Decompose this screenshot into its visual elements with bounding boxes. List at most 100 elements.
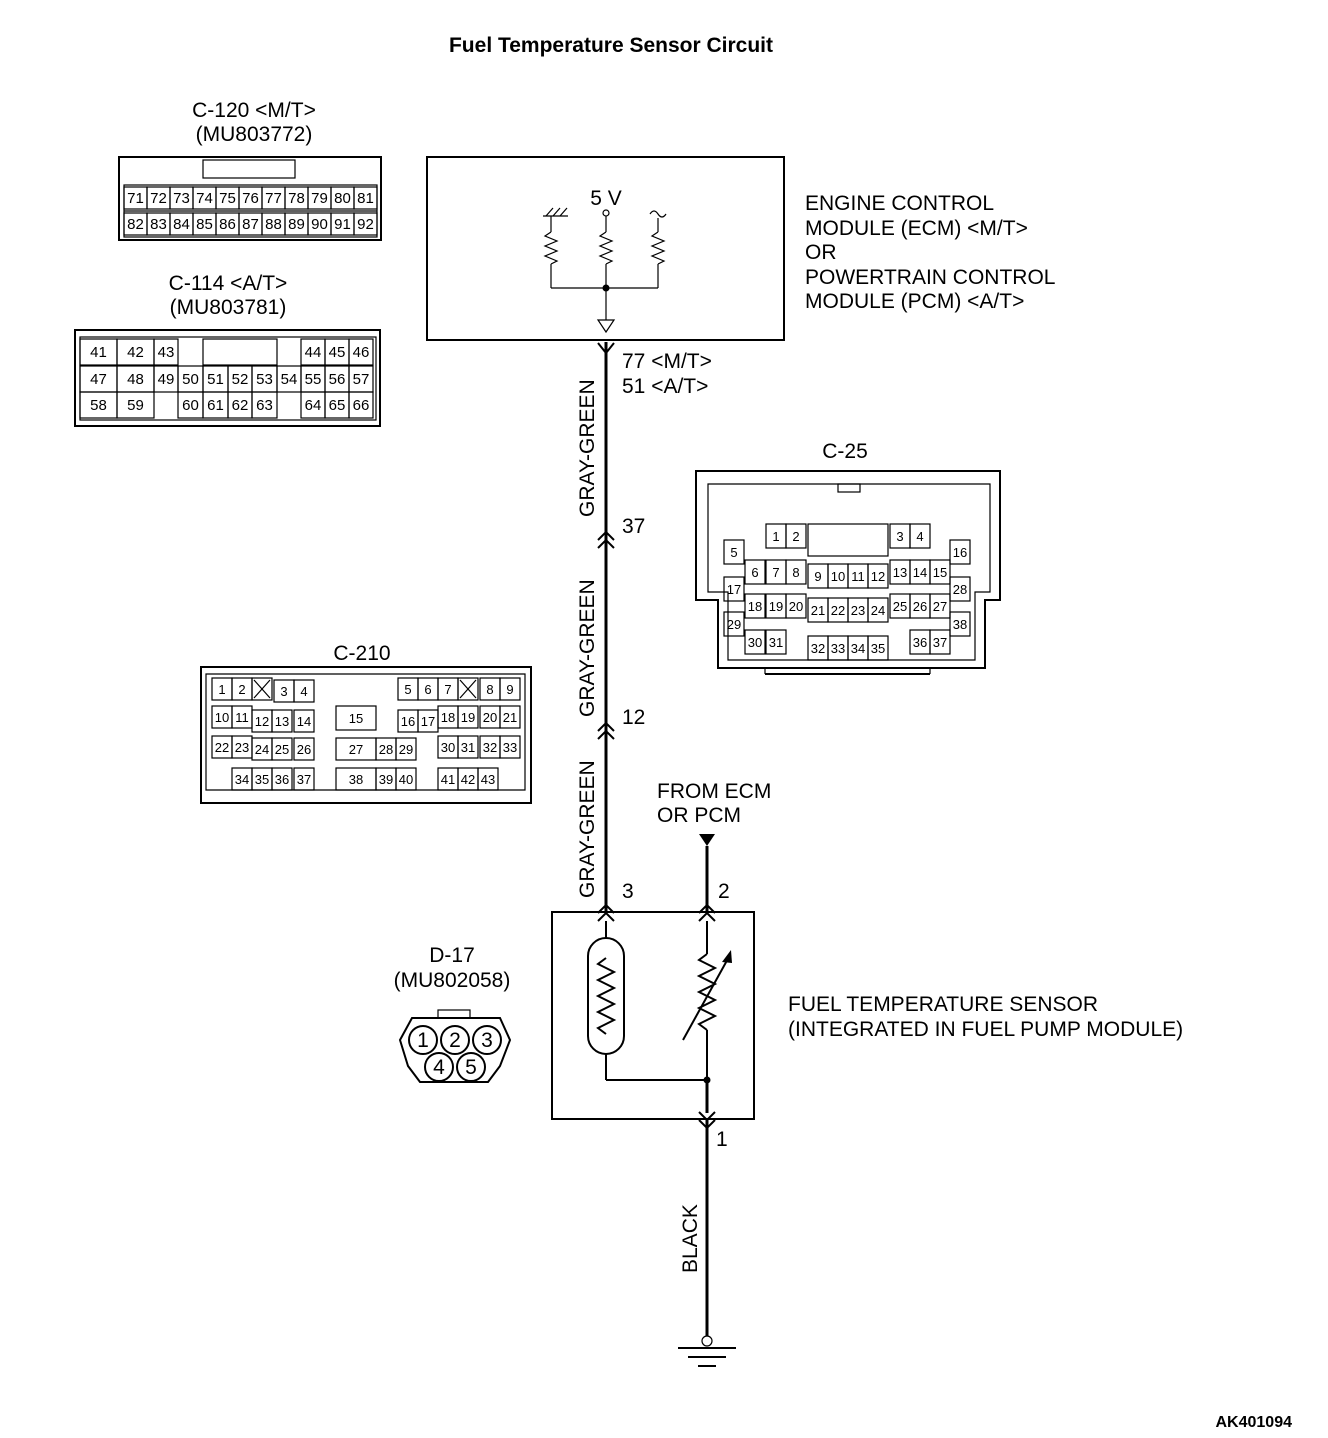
c25-pin-24: 24 [867,597,889,623]
c210-blank-pin [457,677,479,701]
svg-text:40: 40 [399,772,413,787]
c114-pin-54: 54 [276,365,302,393]
c120-pin-92: 92 [353,212,378,236]
c120-pin-78: 78 [284,186,309,210]
c210-pin-23: 23 [231,735,253,759]
svg-text:23: 23 [851,603,865,618]
svg-text:26: 26 [913,599,927,614]
svg-text:37: 37 [297,772,311,787]
c210-pin-13: 13 [271,709,293,733]
c120-pin-71: 71 [123,186,148,210]
svg-text:81: 81 [357,190,374,207]
svg-text:28: 28 [953,582,967,597]
c25-pin-35: 35 [867,635,889,661]
svg-text:52: 52 [232,371,249,388]
ecm-pin-mt: 77 <M/T> [622,350,712,373]
c210-pin-31: 31 [457,735,479,759]
wire-gray-green: 77 <M/T> 51 <A/T> GRAY-GREEN 37 GRAY-GRE… [576,342,712,922]
svg-text:2: 2 [238,682,245,697]
svg-text:1: 1 [218,682,225,697]
svg-text:41: 41 [90,344,107,361]
c25-pin-5: 5 [723,539,745,565]
svg-text:53: 53 [256,371,273,388]
sensor-pin-2-label: 2 [718,880,730,903]
c210-pin-25: 25 [271,737,293,761]
svg-text:71: 71 [127,190,144,207]
c25-pin-18: 18 [744,593,766,619]
svg-text:80: 80 [334,190,351,207]
c114-pin-47: 47 [79,365,118,393]
svg-text:37: 37 [933,635,947,650]
svg-text:31: 31 [461,740,475,755]
c210-pin-16: 16 [397,709,419,733]
c114-pin-41: 41 [79,338,118,366]
svg-text:92: 92 [357,216,374,233]
svg-text:42: 42 [127,344,144,361]
svg-text:91: 91 [334,216,351,233]
svg-text:55: 55 [305,371,322,388]
c210-pin-34: 34 [231,767,253,791]
c114-pin-52: 52 [227,365,253,393]
svg-text:44: 44 [305,344,322,361]
c25-pin-10: 10 [827,563,849,589]
c120-part: (MU803772) [196,123,313,146]
svg-text:1: 1 [417,1029,429,1052]
svg-text:58: 58 [90,397,107,414]
svg-text:24: 24 [255,742,269,757]
c114-part: (MU803781) [170,296,287,319]
wire-label-middle: GRAY-GREEN [576,579,599,717]
svg-text:2: 2 [449,1029,461,1052]
c210-pin-37: 37 [293,767,315,791]
svg-text:31: 31 [769,635,783,650]
c25-pin-1: 1 [765,523,787,549]
svg-text:51: 51 [207,371,224,388]
svg-text:78: 78 [288,190,305,207]
c25-pin-3: 3 [889,523,911,549]
c25-pin-13: 13 [889,559,911,585]
svg-text:39: 39 [379,772,393,787]
c210-pin-33: 33 [499,735,521,759]
c114-pin-56: 56 [324,365,350,393]
c210-pin-39: 39 [375,767,397,791]
svg-text:48: 48 [127,371,144,388]
svg-text:2: 2 [792,529,799,544]
c210-pin-40: 40 [395,767,417,791]
from-ecm-line2: OR PCM [657,804,741,827]
c210-pin-42: 42 [457,767,479,791]
svg-text:18: 18 [441,710,455,725]
svg-text:88: 88 [265,216,282,233]
svg-text:63: 63 [256,397,273,414]
wire-label-black: BLACK [679,1204,702,1273]
svg-text:49: 49 [158,371,175,388]
svg-text:72: 72 [150,190,167,207]
wire-from-ecm: FROM ECM OR PCM 2 [657,780,771,922]
c120-pin-87: 87 [238,212,263,236]
svg-text:56: 56 [329,371,346,388]
c210-pin-21: 21 [499,705,521,729]
svg-text:16: 16 [953,545,967,560]
c120-pin-74: 74 [192,186,217,210]
c114-pin-46: 46 [348,338,374,366]
svg-text:34: 34 [851,641,865,656]
svg-text:4: 4 [916,529,923,544]
svg-text:89: 89 [288,216,305,233]
c25-pin-12: 12 [867,563,889,589]
svg-text:25: 25 [893,599,907,614]
svg-text:57: 57 [353,371,370,388]
c25-pin-26: 26 [909,593,931,619]
c114-name: C-114 <A/T> [169,272,288,295]
c25-pin-11: 11 [847,563,869,589]
c114-pin-55: 55 [300,365,326,393]
c210-pin-17: 17 [417,709,439,733]
svg-text:26: 26 [297,742,311,757]
svg-text:17: 17 [421,714,435,729]
c210-pin-12: 12 [251,709,273,733]
svg-text:5: 5 [404,682,411,697]
svg-text:22: 22 [831,603,845,618]
